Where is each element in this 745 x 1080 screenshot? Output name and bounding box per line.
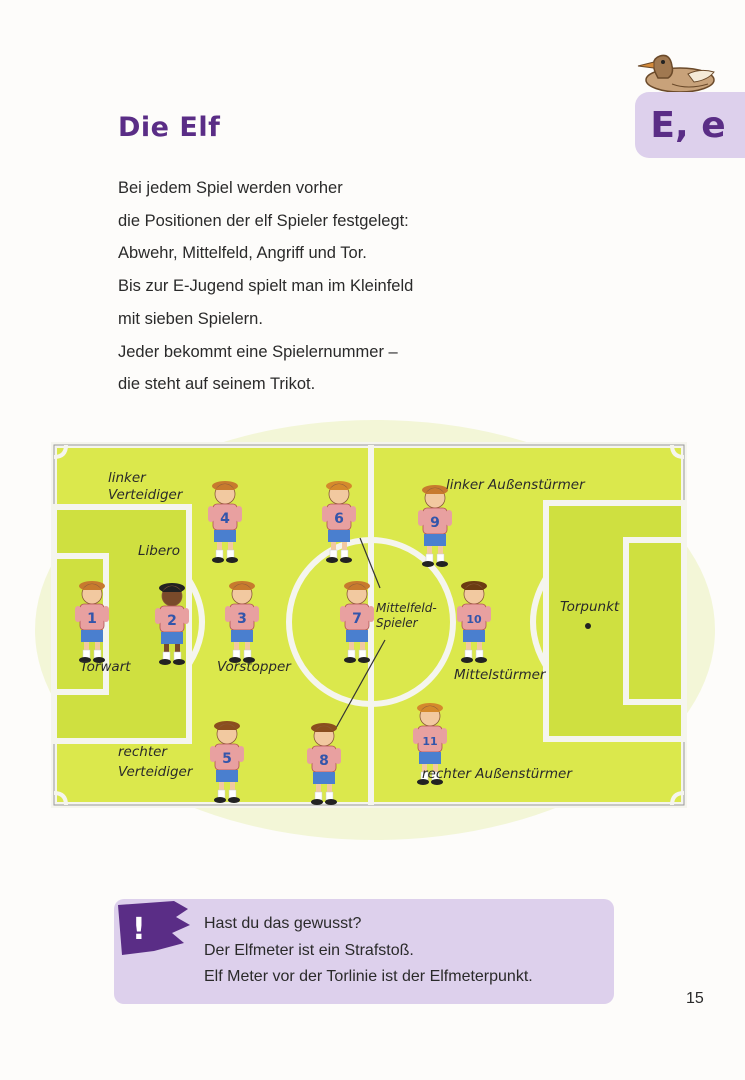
- label-libero: Libero: [138, 543, 180, 559]
- player-number: 5: [222, 751, 232, 767]
- exclamation-icon: !: [118, 901, 190, 955]
- exclamation-mark: !: [132, 912, 146, 947]
- info-line: Elf Meter vor der Torlinie ist der Elfme…: [204, 968, 533, 985]
- label-torpunkt: Torpunkt: [560, 599, 620, 615]
- player-2: 2: [155, 583, 189, 665]
- page-number: 15: [686, 990, 704, 1007]
- label-rechter-aussenstuermer: rechter Außenstürmer: [422, 766, 572, 782]
- info-line: Der Elfmeter ist ein Strafstoß.: [204, 941, 414, 959]
- label-torwart: Torwart: [80, 659, 131, 675]
- body-line: Jeder bekommt eine Spielernummer –: [118, 342, 398, 361]
- player-8: 8: [307, 723, 341, 805]
- page-title: Die Elf: [118, 112, 221, 143]
- player-number: 11: [422, 735, 437, 748]
- player-10: 10: [457, 581, 491, 663]
- field-svg: 1 2 3: [35, 420, 715, 840]
- body-line: Abwehr, Mittelfeld, Angriff und Tor.: [118, 244, 367, 263]
- player-number: 2: [167, 613, 177, 629]
- body-line: die Positionen der elf Spieler festgeleg…: [118, 211, 409, 230]
- label-rechter-verteidiger: rechter: [118, 744, 167, 760]
- player-number: 4: [220, 511, 230, 527]
- player-number: 8: [319, 753, 329, 769]
- player-3: 3: [225, 581, 259, 663]
- info-box: ! Hast du das gewusst? Der Elfmeter ist …: [114, 899, 614, 1004]
- player-1: 1: [75, 581, 109, 663]
- body-line: Bis zur E-Jugend spielt man im Kleinfeld: [118, 277, 414, 296]
- player-5: 5: [210, 721, 244, 803]
- label-rechter-verteidiger-2: Verteidiger: [118, 764, 193, 780]
- label-mittelfeld-2: Spieler: [376, 616, 418, 630]
- player-7: 7: [340, 581, 374, 663]
- label-mittelstuermer: Mittelstürmer: [454, 667, 546, 683]
- label-linker-verteidiger-2: Verteidiger: [108, 487, 183, 503]
- player-number: 1: [87, 611, 97, 627]
- player-4: 4: [208, 481, 242, 563]
- label-linker-verteidiger: linker: [108, 470, 146, 486]
- player-11: 11: [413, 703, 447, 785]
- letter-tab: E, e: [635, 92, 745, 158]
- player-number: 6: [334, 511, 344, 527]
- body-text: Bei jedem Spiel werden vorher die Positi…: [118, 172, 538, 401]
- player-number: 9: [430, 515, 440, 531]
- body-line: die steht auf seinem Trikot.: [118, 375, 316, 394]
- body-line: Bei jedem Spiel werden vorher: [118, 179, 343, 197]
- player-number: 7: [352, 611, 362, 627]
- football-field-illustration: 1 2 3: [30, 410, 720, 850]
- body-line: mit sieben Spielern.: [118, 309, 263, 328]
- label-linker-aussenstuermer: linker Außenstürmer: [446, 477, 585, 493]
- torpunkt-dot-icon: [585, 623, 591, 629]
- player-number: 10: [466, 613, 482, 626]
- player-6: 6: [322, 481, 356, 563]
- label-vorstopper: Vorstopper: [217, 659, 291, 675]
- player-9: 9: [418, 485, 452, 567]
- duck-icon: [637, 54, 715, 93]
- label-mittelfeld: Mittelfeld-: [376, 601, 437, 615]
- player-number: 3: [237, 611, 247, 627]
- info-line: Hast du das gewusst?: [204, 915, 362, 932]
